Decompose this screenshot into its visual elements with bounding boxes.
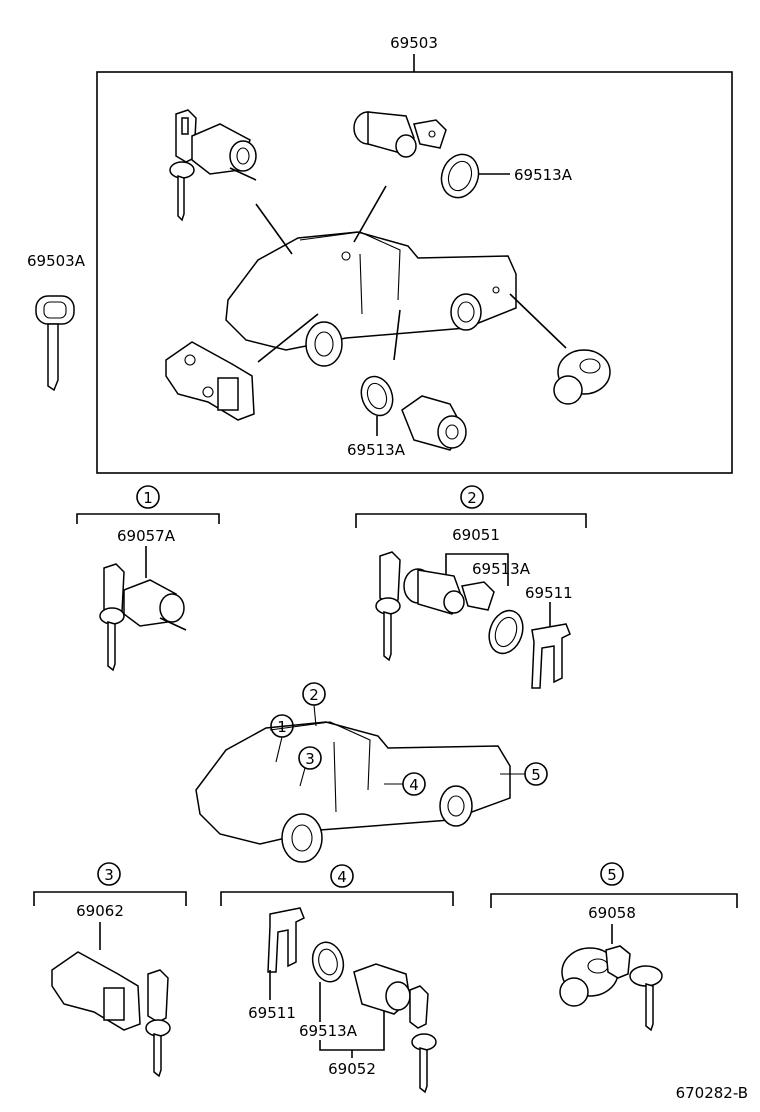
svg-text:4: 4: [409, 776, 419, 794]
retainer-bottom-part-number: 69513A: [347, 441, 406, 459]
truck-marker-4: 4: [384, 772, 426, 796]
fuel-cap-lock-icon: [553, 349, 611, 405]
group-marker: 2: [467, 489, 477, 507]
truck-marker-5: 5: [500, 762, 548, 786]
group-marker: 1: [143, 489, 153, 507]
steering-lock-icon: [165, 341, 255, 421]
retainer-right-part-number: 69513A: [514, 166, 573, 184]
diagram-code: 670282-B: [676, 1084, 748, 1102]
part-number: 69051: [452, 526, 500, 544]
group-marker: 4: [337, 868, 347, 886]
group-marker-circle: [460, 485, 484, 509]
group-1: 1 69057A: [76, 485, 220, 672]
svg-text:5: 5: [531, 766, 541, 784]
key-icon: [35, 295, 75, 392]
retainer-ring-icon: [360, 375, 394, 417]
group-marker: 5: [607, 866, 617, 884]
group-marker-circle: [136, 485, 160, 509]
pickup-truck-icon: [195, 721, 511, 863]
group-2: 2 69051 69513A 69511: [355, 485, 587, 689]
retainer-ring-icon: [440, 153, 480, 199]
part-number: 69057A: [117, 527, 176, 545]
door-lock-cylinder-icon: [353, 963, 437, 1094]
ignition-lock-icon: [375, 551, 401, 662]
group-marker: 3: [104, 866, 114, 884]
assembly-part-number: 69503: [390, 34, 438, 52]
svg-text:1: 1: [277, 718, 287, 736]
retainer-ring-icon: [488, 609, 524, 655]
top-assembly: 69503 69513A: [96, 34, 733, 474]
pickup-truck-icon: [225, 231, 517, 367]
svg-text:2: 2: [309, 686, 319, 704]
part-number: 69062: [76, 902, 124, 920]
group-4: 4 69511 69513A 69052: [220, 864, 454, 1094]
group-5: 5 69058: [490, 862, 738, 1032]
part-number: 69513A: [299, 1022, 358, 1040]
retainer-ring-icon: [311, 941, 345, 983]
door-lock-cylinder-icon: [403, 568, 495, 615]
retainer-clip-icon: [531, 623, 571, 689]
truck-marker-3: 3: [298, 746, 322, 787]
steering-lock-icon: [51, 951, 171, 1078]
door-lock-cylinder-icon: [353, 111, 447, 158]
retainer-clip-icon: [267, 907, 305, 973]
group-3: 3 69062: [33, 862, 187, 1078]
group-marker-circle: [330, 864, 354, 888]
ignition-lock-icon: [169, 109, 257, 222]
part-number: 69511: [248, 1004, 296, 1022]
door-lock-cylinder-icon: [401, 395, 467, 451]
group-marker-circle: [600, 862, 624, 886]
truck-marker-1: 1: [270, 714, 294, 763]
part-number: 69058: [588, 904, 636, 922]
part-number: 69052: [328, 1060, 376, 1078]
truck-marker-2: 2: [302, 682, 326, 727]
ignition-lock-icon: [99, 563, 187, 672]
key-part-number: 69503A: [27, 252, 86, 270]
group-marker-circle: [97, 862, 121, 886]
part-number: 69511: [525, 584, 573, 602]
svg-text:3: 3: [305, 750, 315, 768]
fuel-cap-lock-icon: [559, 945, 663, 1032]
part-number: 69513A: [472, 560, 531, 578]
assembly-frame: [96, 71, 733, 474]
